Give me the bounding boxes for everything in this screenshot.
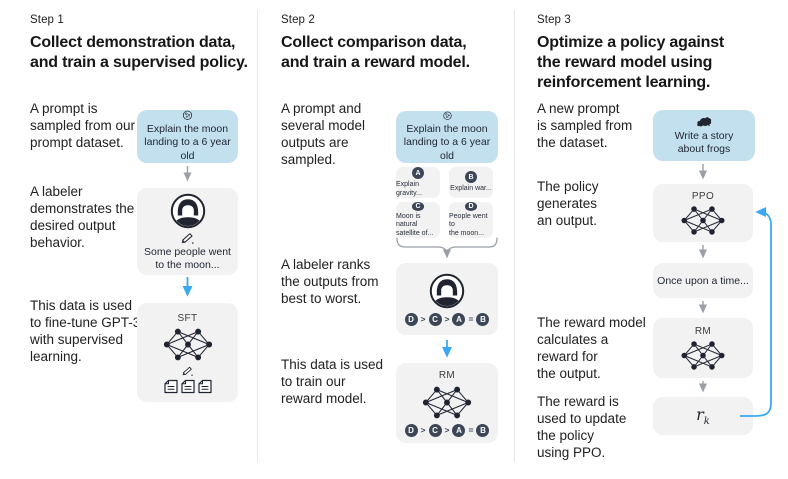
step3-annotation-reward-calc: The reward model calculates a reward for… bbox=[537, 315, 646, 381]
column-divider-1 bbox=[257, 10, 258, 462]
rm-model-box: RM bbox=[653, 318, 753, 378]
rank-chip: D bbox=[404, 312, 418, 326]
rank-separator: > bbox=[420, 314, 426, 324]
prompt-text: Write a story about frogs bbox=[674, 129, 734, 156]
rank-chip: A bbox=[452, 312, 466, 326]
rank-chip: B bbox=[476, 423, 490, 437]
neural-network-icon bbox=[422, 386, 472, 418]
labeler-output-text: Some people went to the moon... bbox=[144, 245, 231, 272]
step3-annotation-policy: The policy generates an output. bbox=[537, 179, 599, 228]
rm-model-box: RM D > C > A = B bbox=[396, 363, 498, 443]
rm-label: RM bbox=[694, 325, 712, 337]
pencil-icon bbox=[182, 366, 193, 376]
step3-title: Optimize a policy against the reward mod… bbox=[537, 34, 725, 91]
output-caption: Explain war... bbox=[450, 185, 492, 193]
model-output-b: B Explain war... bbox=[449, 167, 493, 198]
step3-column: Step 3 Optimize a policy against the rew… bbox=[514, 0, 788, 479]
prompt-box: Write a story about frogs bbox=[653, 110, 755, 161]
output-id-badge: D bbox=[465, 202, 477, 211]
step1-column: Step 1 Collect demonstration data, and t… bbox=[0, 0, 257, 479]
ppo-model-box: PPO bbox=[653, 184, 753, 242]
neural-network-icon bbox=[681, 340, 725, 370]
policy-output-box: Once upon a time... bbox=[653, 263, 753, 298]
policy-output-text: Once upon a time... bbox=[657, 274, 749, 287]
neural-network-icon bbox=[163, 328, 212, 361]
step1-annotation-finetune: This data is used to fine-tune GPT-3 wit… bbox=[30, 298, 141, 364]
rank-chip: B bbox=[476, 312, 490, 326]
output-caption: Explain gravity... bbox=[396, 181, 422, 197]
output-id-badge: A bbox=[412, 167, 424, 179]
column-divider-2 bbox=[514, 10, 515, 462]
rank-separator: > bbox=[420, 425, 426, 435]
rank-chip: C bbox=[428, 312, 442, 326]
ranking-row: D > C > A = B bbox=[404, 423, 490, 437]
step2-annotation-train: This data is used to train our reward mo… bbox=[281, 357, 384, 406]
frog-icon bbox=[697, 116, 712, 127]
labeler-ranking-box: D > C > A = B bbox=[396, 263, 498, 335]
reward-symbol: rk bbox=[696, 404, 710, 428]
documents-icon bbox=[163, 379, 212, 394]
output-id-badge: C bbox=[412, 202, 424, 211]
step2-title: Collect comparison data, and train a rew… bbox=[281, 34, 470, 71]
labeler-avatar-icon bbox=[429, 273, 465, 308]
prompt-box: Explain the moon landing to a 6 year old bbox=[137, 110, 238, 163]
step3-label: Step 3 bbox=[537, 14, 571, 26]
rank-separator: = bbox=[468, 314, 474, 324]
step2-annotation-sampled: A prompt and several model outputs are s… bbox=[281, 101, 366, 167]
step1-title: Collect demonstration data, and train a … bbox=[30, 34, 248, 71]
sft-label: SFT bbox=[177, 313, 198, 324]
pencil-icon bbox=[181, 232, 194, 244]
sft-model-box: SFT bbox=[137, 303, 238, 402]
output-id-badge: B bbox=[465, 171, 477, 184]
step3-annotation-prompt: A new prompt is sampled from the dataset… bbox=[537, 101, 633, 150]
step1-annotation-prompt: A prompt is sampled from our prompt data… bbox=[30, 101, 136, 150]
step1-label: Step 1 bbox=[30, 14, 64, 26]
prompt-text: Explain the moon landing to a 6 year old bbox=[144, 122, 231, 162]
output-caption: Moon is natural satellite of... bbox=[396, 212, 434, 237]
rank-separator: > bbox=[444, 314, 450, 324]
step1-annotation-labeler: A labeler demonstrates the desired outpu… bbox=[30, 184, 135, 250]
rank-chip: D bbox=[404, 423, 418, 437]
ranking-row: D > C > A = B bbox=[404, 312, 490, 326]
neural-network-icon bbox=[681, 205, 725, 235]
moon-icon bbox=[442, 111, 452, 120]
step2-label: Step 2 bbox=[281, 14, 315, 26]
labeler-demo-box: Some people went to the moon... bbox=[137, 188, 238, 275]
ppo-label: PPO bbox=[691, 190, 715, 202]
rank-separator: > bbox=[444, 425, 450, 435]
prompt-box: Explain the moon landing to a 6 year old bbox=[396, 111, 498, 163]
rank-separator: = bbox=[468, 425, 474, 435]
prompt-text: Explain the moon landing to a 6 year old bbox=[403, 122, 491, 162]
rank-chip: A bbox=[452, 423, 466, 437]
moon-icon bbox=[182, 110, 193, 120]
step2-annotation-ranks: A labeler ranks the outputs from best to… bbox=[281, 257, 379, 306]
rank-chip: C bbox=[428, 423, 442, 437]
step3-annotation-reward-update: The reward is used to update the policy … bbox=[537, 394, 627, 460]
model-output-a: A Explain gravity... bbox=[396, 167, 440, 198]
labeler-avatar-icon bbox=[170, 193, 205, 228]
model-output-d: D People went to the moon... bbox=[449, 202, 493, 238]
rm-label: RM bbox=[438, 369, 456, 381]
reward-value-box: rk bbox=[653, 397, 753, 435]
output-caption: People went to the moon... bbox=[449, 212, 488, 237]
model-output-c: C Moon is natural satellite of... bbox=[396, 202, 440, 238]
step2-column: Step 2 Collect comparison data, and trai… bbox=[257, 0, 514, 479]
